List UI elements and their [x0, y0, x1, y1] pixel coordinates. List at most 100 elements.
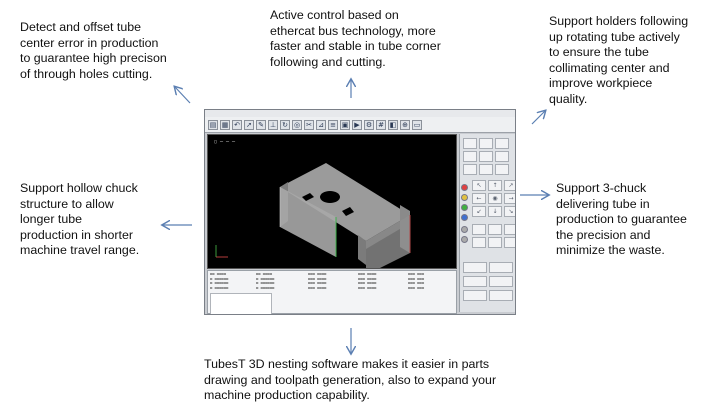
callout-line: to guarantee high precison	[20, 51, 167, 65]
layer-icon[interactable]: ◧	[388, 119, 398, 130]
arrow-top-left	[175, 87, 191, 104]
callout-line: TubesT 3D nesting software makes it easi…	[204, 357, 490, 371]
callout-line: machine production capability.	[204, 388, 370, 402]
lead-icon[interactable]: ⊿	[316, 119, 326, 130]
panel-button[interactable]	[472, 237, 486, 248]
callout-line: Support 3-chuck	[556, 181, 647, 195]
panel-button[interactable]	[489, 290, 513, 301]
callout-line: longer tube	[20, 212, 83, 226]
callout-line: following and cutting.	[270, 54, 386, 69]
panel-button[interactable]	[463, 262, 487, 273]
jog-stop-icon[interactable]: ◉	[488, 193, 502, 204]
panel-button[interactable]	[463, 164, 477, 175]
callout-mid-left: Support hollow chuck structure to allow …	[20, 181, 139, 259]
panel-button[interactable]	[463, 290, 487, 301]
status-light	[461, 194, 468, 201]
jog-down-left-icon[interactable]: ↙	[472, 206, 486, 217]
zoom-icon[interactable]: ⊕	[400, 119, 410, 130]
toolbar: ▤ ▦ ↶ ➚ ✎ ⊥ ↻ ◎ ✂ ⊿ ≡ ▣ ▶ ⚙ # ◧ ⊕ ▭	[205, 117, 515, 133]
axis-readout: ▬▬ ▬▬▬▬▬ ▬▬▬▬▬▬▬ ▬▬▬▬▬▬▬ ▬▬▬▬▬▬	[210, 271, 229, 290]
undo-icon[interactable]: ↶	[232, 119, 242, 130]
jog-down-right-icon[interactable]: ↘	[504, 206, 515, 217]
panel-button[interactable]	[495, 151, 509, 162]
panel-button[interactable]	[479, 164, 493, 175]
nest-icon[interactable]: ▣	[340, 119, 350, 130]
jog-down-icon[interactable]: ↓	[488, 206, 502, 217]
status-light	[461, 204, 468, 211]
status-light	[461, 236, 468, 243]
callout-line: collimating center and	[549, 60, 670, 75]
process-readout: ▬▬▬ ▬▬▬▬▬▬▬ ▬▬▬▬▬▬▬ ▬▬▬▬▬▬▬ ▬▬▬▬	[358, 271, 377, 290]
view-icon[interactable]: ◎	[292, 119, 302, 130]
callout-top-center: Active control based on ethercat bus tec…	[270, 8, 441, 70]
status-light	[461, 226, 468, 233]
callout-line: the precision and	[556, 227, 651, 242]
process-readout: ▬▬▬ ▬▬▬▬▬▬ ▬▬▬▬▬▬ ▬▬▬▬▬▬ ▬▬▬	[408, 271, 425, 290]
software-screenshot: ▤ ▦ ↶ ➚ ✎ ⊥ ↻ ◎ ✂ ⊿ ≡ ▣ ▶ ⚙ # ◧ ⊕ ▭	[204, 109, 516, 315]
jog-up-right-icon[interactable]: ↗	[504, 180, 515, 191]
status-light	[461, 214, 468, 221]
callout-top-left: Detect and offset tube center error in p…	[20, 20, 167, 82]
panel-button[interactable]	[463, 276, 487, 287]
jog-right-icon[interactable]: →	[504, 193, 515, 204]
panel-button[interactable]	[495, 164, 509, 175]
status-panel: ▬▬ ▬▬▬▬▬ ▬▬▬▬▬▬▬ ▬▬▬▬▬▬▬ ▬▬▬▬▬▬ ▬▬ ▬▬▬▬▬…	[207, 270, 457, 314]
callout-line: Support holders following	[549, 14, 689, 28]
panel-button[interactable]	[479, 138, 493, 149]
callout-mid-right: Support 3-chuck delivering tube in produ…	[556, 181, 687, 259]
callout-line: structure to allow	[20, 196, 114, 211]
callout-line: of through holes cutting.	[20, 66, 153, 81]
open-icon[interactable]: ▤	[208, 119, 218, 130]
callout-line: up rotating tube actively	[549, 29, 680, 44]
panel-button[interactable]	[479, 151, 493, 162]
panel-button[interactable]	[488, 237, 502, 248]
panel-button[interactable]	[495, 138, 509, 149]
panel-button[interactable]	[489, 276, 513, 287]
save-icon[interactable]: ▦	[220, 119, 230, 130]
cut-icon[interactable]: ✂	[304, 119, 314, 130]
arrow-top-right	[531, 111, 545, 125]
jog-up-left-icon[interactable]: ↖	[472, 180, 486, 191]
3d-viewport[interactable]: ▢ ─ ─ ─	[207, 134, 457, 275]
callout-line: Detect and offset tube	[20, 20, 142, 34]
jog-up-icon[interactable]: ↑	[488, 180, 502, 191]
panel-button[interactable]	[463, 138, 477, 149]
sort-icon[interactable]: ≡	[328, 119, 338, 130]
sim-icon[interactable]: ▶	[352, 119, 362, 130]
process-readout: ▬▬▬ ▬▬▬▬▬▬▬ ▬▬▬▬▬▬▬ ▬▬▬▬▬▬▬ ▬▬▬▬	[308, 271, 327, 290]
part-icon[interactable]: ▭	[412, 119, 422, 130]
panel-button[interactable]	[463, 151, 477, 162]
callout-line: machine travel range.	[20, 243, 140, 257]
draw-icon[interactable]: ✎	[256, 119, 266, 130]
callout-line: minimize the waste.	[556, 243, 665, 257]
callout-line: production to guarantee	[556, 212, 687, 226]
callout-line: Support hollow chuck	[20, 181, 138, 195]
callout-line: delivering tube in	[556, 196, 650, 211]
callout-line: ethercat bus technology, more	[270, 23, 436, 38]
callout-line: improve workpiece	[549, 76, 653, 90]
panel-button[interactable]	[504, 224, 515, 235]
callout-bottom: TubesT 3D nesting software makes it easi…	[204, 357, 496, 404]
settings-icon[interactable]: ⚙	[364, 119, 374, 130]
panel-button[interactable]	[472, 224, 486, 235]
grid-icon[interactable]: #	[376, 119, 386, 130]
callout-line: to ensure the tube	[549, 45, 649, 59]
panel-button[interactable]	[488, 224, 502, 235]
callout-line: faster and stable in tube corner	[270, 39, 441, 53]
control-panel: ↖ ↑ ↗ ← ◉ → ↙ ↓ ↘	[459, 134, 515, 312]
rotate-icon[interactable]: ↻	[280, 119, 290, 130]
tube-part-render	[215, 163, 411, 275]
callout-line: center error in production	[20, 35, 159, 50]
jog-left-icon[interactable]: ←	[472, 193, 486, 204]
callout-line: quality.	[549, 91, 588, 106]
callout-line: drawing and toolpath generation, also to…	[204, 372, 497, 387]
select-icon[interactable]: ➚	[244, 119, 254, 130]
panel-button[interactable]	[489, 262, 513, 273]
callout-line: Active control based on	[270, 8, 399, 22]
panel-button[interactable]	[504, 237, 515, 248]
status-light	[461, 184, 468, 191]
axis-readout: ▬▬ ▬▬▬▬▬ ▬▬▬▬▬▬▬ ▬▬▬▬▬▬▬ ▬▬▬▬▬▬	[256, 271, 275, 290]
callout-top-right: Support holders following up rotating tu…	[549, 14, 688, 107]
measure-icon[interactable]: ⊥	[268, 119, 278, 130]
